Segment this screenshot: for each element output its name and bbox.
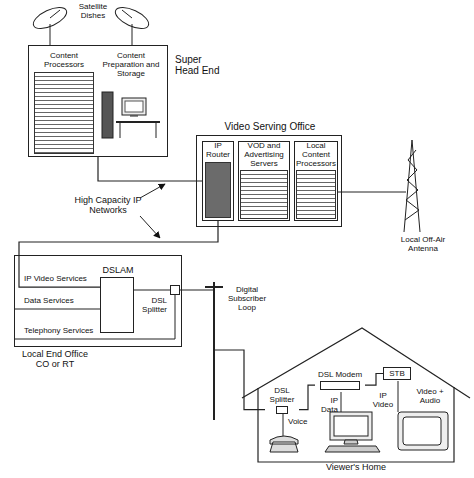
text-label: Local Off-Air Antenna [392,236,454,254]
dsl-modem: DSL Modem [315,371,365,390]
dsl-splitter: DSL Splitter [170,285,180,295]
text-label: Data Services [24,297,100,306]
connector-line [299,385,315,410]
dslam-box: DSLAM [100,277,134,333]
text-label: High Capacity IP Networks [66,196,150,216]
node-text: Super Head End [175,54,223,76]
telephone [270,436,298,452]
dish-mast [132,24,133,45]
node-text: Local Content Processors [295,142,337,168]
workstation-icon [98,80,162,142]
desk [116,121,160,123]
connector-line [98,157,202,181]
node-text: VOD and Advertising Servers [239,142,289,168]
text-label: Video + Audio [412,388,448,406]
data-service-line [15,309,100,310]
dish-feed [50,10,60,18]
server-rack [240,170,288,219]
node-text: DSL Splitter [265,387,299,405]
callout-arrow [140,184,165,198]
callout-arrow [140,216,160,238]
home-dsl-splitter: DSL Splitter [265,387,299,414]
node-text: Content Processors [33,52,95,70]
node-text: IP Router [203,142,233,160]
node-text: DSL Splitter [133,297,167,315]
antenna-feed [338,192,406,193]
text-label: Telephony Services [24,327,100,336]
tv-screen [403,417,441,445]
server-rack [205,162,231,218]
server-rack [34,72,94,154]
connector-line [365,374,383,386]
connector-line [134,289,170,290]
text-label: Digital Subscriber Loop [222,286,272,312]
voice-line [283,414,284,436]
ip-router: IP Router [202,141,234,221]
storage-tower [102,92,113,138]
screen [125,101,143,112]
node-text: DSL Modem [318,371,362,380]
desk-leg [156,122,157,138]
local-content-processors: Local Content Processors [294,141,338,221]
text-label: IP Video Services [24,275,100,284]
serving-office-box: Video Serving OfficeIP RouterVOD and Adv… [196,135,342,227]
computer-monitor [330,412,372,440]
node-text: Video Serving Office [197,121,343,132]
text-label: IP Video [370,392,396,410]
vod-servers: VOD and Advertising Servers [238,141,290,221]
desk-leg [120,122,121,138]
server-rack [296,170,336,219]
antenna-tower [404,140,420,232]
device-box [320,381,360,390]
content-processors: Content Processors [33,52,95,155]
pole-crossbar [205,286,223,288]
text-label: IP Data [318,397,338,415]
content-preparation: Content Preparation and Storage [98,52,164,155]
node-text: Content Preparation and Storage [98,52,164,78]
node-text: Local End Office CO or RT [19,350,91,370]
walls [258,387,454,462]
text-label: Voice [288,418,314,427]
node-text: DSLAM [91,266,145,276]
computer-keyboard [325,440,380,452]
text-label: Satellite Dishes [72,3,114,21]
telephony-line [15,295,175,339]
data-line [341,392,342,412]
node-text: Viewer's Home [258,463,454,473]
monitor [122,98,146,115]
video-line [398,381,399,412]
head-end-box: Super Head EndContent ProcessorsContent … [28,45,168,157]
node-text: STB [384,368,410,379]
dish-feed [122,10,132,18]
set-top-box: STB [383,367,411,380]
monitor-stand [130,116,138,117]
computer-screen [334,416,368,436]
device-box [276,406,288,414]
dish-mast [50,24,51,45]
television [398,412,448,450]
